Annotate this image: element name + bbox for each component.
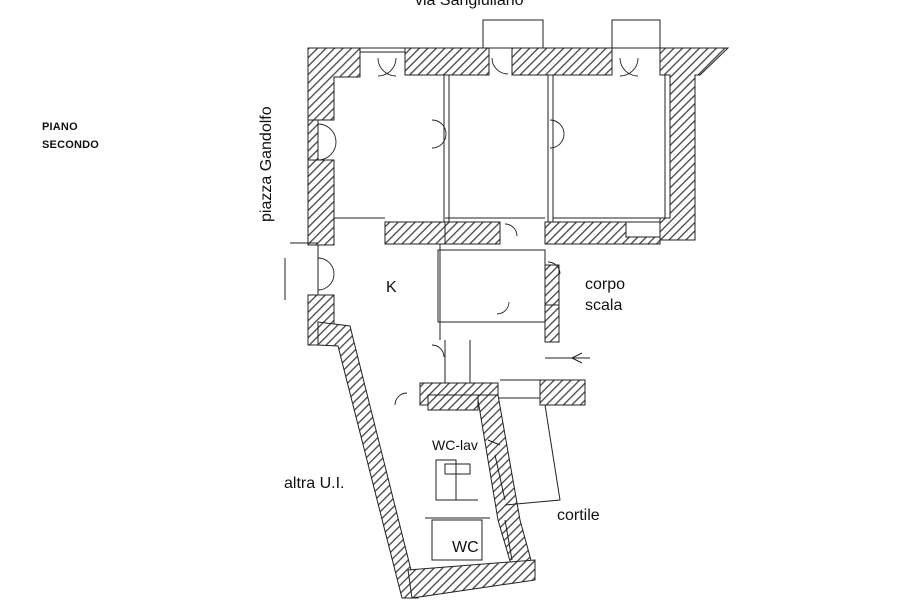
wall-top-1: [307, 47, 361, 121]
floor-label-line2: SECONDO: [42, 139, 100, 151]
wall-lower-bottom: [407, 559, 536, 599]
wall-top-3: [511, 47, 613, 76]
door-arc-1: [377, 57, 397, 77]
door-arc-12: [547, 261, 561, 275]
wall-stair-2: [544, 304, 560, 343]
room-label-kitchen: K: [386, 279, 397, 296]
partitions: [284, 19, 666, 561]
room-label-stair-line1: corpo: [585, 276, 626, 293]
door-arc-3: [619, 57, 639, 77]
wall-mid-2: [444, 221, 501, 245]
door-arc-2: [491, 57, 509, 75]
door-arc-6: [549, 119, 565, 149]
wall-courtyard-edge: [539, 379, 586, 406]
doors: [317, 57, 639, 406]
room-label-wc-lav: WC-lav: [432, 437, 478, 453]
door-arc-4: [317, 123, 337, 161]
room-label-other-unit: altra U.I.: [284, 475, 345, 492]
wall-lower-right: [477, 394, 536, 579]
wall-top-4: [659, 47, 730, 241]
wall-left-1: [307, 119, 319, 161]
room-label-stair-line2: scala: [585, 297, 623, 314]
wall-wc-lav: [427, 394, 479, 411]
marks: [571, 352, 583, 364]
wall-diagonal: [317, 321, 419, 599]
door-arc-9: [496, 301, 510, 315]
door-arc-10: [431, 344, 445, 358]
walls: [307, 47, 730, 599]
door-arc-8: [504, 223, 518, 237]
door-arc-11: [394, 392, 408, 406]
door-arc-5: [431, 119, 447, 149]
room-label-wc: WC: [452, 539, 479, 556]
door-arc-7: [317, 257, 335, 291]
floor-label-line1: PIANO: [42, 121, 78, 133]
room-label-courtyard: cortile: [557, 507, 600, 524]
wall-mid-1: [384, 221, 446, 245]
wall-stair-1: [544, 264, 560, 306]
wall-top-2: [404, 47, 490, 76]
street-top-label: via Sangiuliano: [415, 0, 524, 9]
street-left-label: piazza Gandolfo: [258, 106, 275, 222]
wall-left-2: [307, 159, 335, 246]
wall-mid-4: [625, 221, 661, 238]
